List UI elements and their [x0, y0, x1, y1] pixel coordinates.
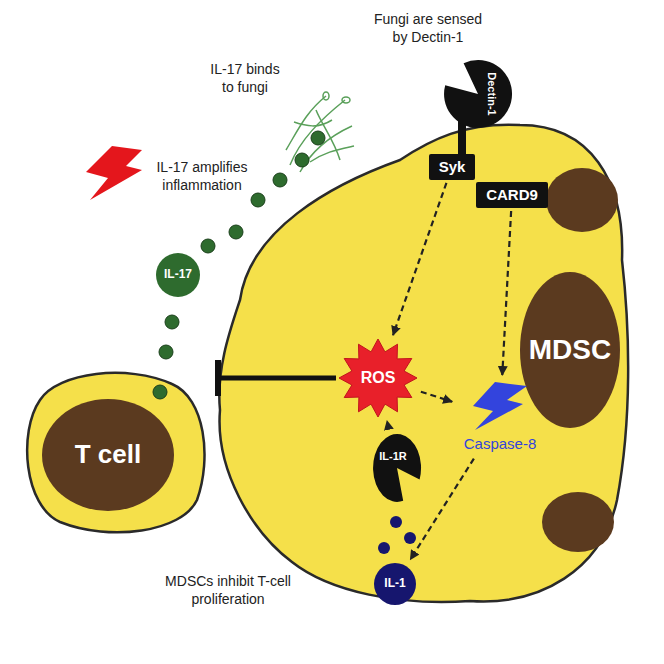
caspase-8: Caspase-8 [455, 378, 545, 456]
inflammation-bolt [86, 146, 142, 200]
dashed-line [393, 183, 446, 335]
il17-molecule: IL-17 [155, 252, 201, 298]
star-outline [339, 339, 417, 417]
dectin-receptor-text: Dectin-1 [486, 72, 499, 115]
dashed-line [387, 421, 389, 429]
mdsc-organelle [542, 492, 614, 552]
dashed-line [502, 211, 511, 375]
dashed-arrow [393, 183, 446, 335]
il1-molecule: IL-1 [373, 562, 417, 606]
mdsc-cell: MDSCDectin-1SykCARD9ROSCaspase-8IL-1R [215, 115, 630, 610]
mdsc-cell-text: MDSC [529, 334, 611, 366]
circle-outline [374, 563, 416, 605]
annotation-text: MDSCs inhibit T-cell proliferation [165, 572, 292, 608]
box-text: CARD9 [486, 186, 538, 204]
receptor-outline [444, 60, 512, 128]
dashed-line [421, 392, 452, 402]
t-cell-body [27, 373, 204, 532]
dashed-arrow [502, 211, 511, 375]
annotation-text: Fungi are sensed by Dectin-1 [366, 10, 491, 46]
il1-receptor-shape [372, 432, 422, 504]
fungi-hyphae [286, 92, 354, 172]
dashed-arrow [387, 421, 389, 429]
card9-box: CARD9 [476, 182, 548, 208]
ros-star: ROS [338, 338, 418, 418]
circle-outline [156, 253, 200, 297]
il1-receptor: IL-1R [372, 432, 422, 504]
caspase-8-text: Caspase-8 [464, 435, 537, 452]
lightning-bolt [473, 382, 527, 430]
annotation-text: IL-17 amplifies inflammation [148, 158, 256, 194]
t-cell: T cell [20, 365, 215, 540]
box-text: Syk [439, 158, 466, 176]
dashed-arrow [421, 392, 452, 402]
mdsc-cell-body [219, 125, 628, 602]
receptor-outline [373, 434, 421, 502]
il1-receptor-text: IL-1R [379, 450, 407, 463]
t-cell-nucleus [42, 399, 174, 511]
mdsc-nucleus [520, 272, 620, 428]
syk-box: Syk [429, 154, 476, 180]
dectin-receptor-shape [442, 58, 514, 130]
ros-star-text: ROS [361, 369, 396, 387]
inhibition-stem [218, 376, 336, 381]
il1-dots [378, 516, 416, 554]
il17-molecule-text: IL-17 [164, 268, 192, 282]
mdsc-organelle [546, 168, 618, 232]
inhibition-line [218, 360, 336, 396]
t-cell-text: T cell [75, 440, 141, 470]
il1-molecule-text: IL-1 [384, 577, 405, 591]
annotation-text: IL-17 binds to fungi [205, 60, 285, 96]
dectin-receptor: Dectin-1 [442, 58, 514, 130]
inhibition-bar [215, 360, 221, 396]
